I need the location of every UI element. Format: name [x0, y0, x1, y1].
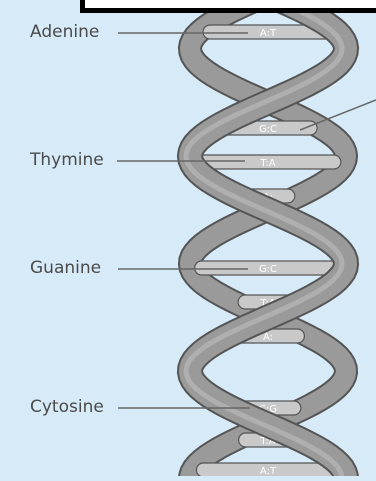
base-pair-label: A:T — [260, 466, 277, 476]
top-frame — [80, 0, 376, 13]
label-guanine: Guanine — [30, 258, 101, 278]
base-pair-label: T:A — [259, 158, 275, 169]
label-thymine: Thymine — [30, 150, 104, 170]
label-adenine: Adenine — [30, 22, 99, 42]
base-pair-label: G:C — [259, 264, 277, 275]
base-pair-label: A:T — [260, 28, 277, 39]
label-cytosine: Cytosine — [30, 397, 104, 417]
base-pair-label: A: — [263, 332, 273, 343]
base-pair-label: G:C — [259, 124, 277, 135]
